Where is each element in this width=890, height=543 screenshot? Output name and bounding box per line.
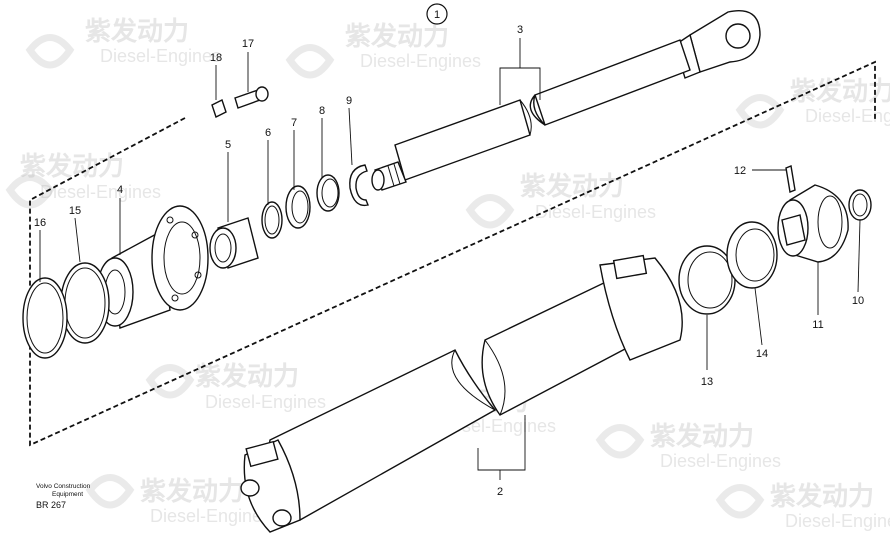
svg-text:紫发动力: 紫发动力 (140, 476, 244, 507)
snap-ring-9 (349, 164, 369, 207)
watermark-5: 紫发动力 Diesel-Engines (735, 76, 890, 129)
reference-code: BR 267 (36, 500, 66, 510)
callout-9: 9 (346, 95, 352, 107)
svg-text:Diesel-Engines: Diesel-Engines (360, 51, 481, 71)
svg-text:紫发动力: 紫发动力 (345, 21, 449, 52)
figure-number: 1 (434, 9, 440, 21)
callout-17: 17 (242, 38, 254, 50)
cylinder-tube (240, 254, 683, 533)
callout-8: 8 (319, 105, 325, 117)
callout-5: 5 (225, 139, 231, 151)
seal-ring-15 (60, 262, 110, 344)
lock-washer-18 (211, 99, 227, 118)
callout-11: 11 (812, 319, 823, 331)
svg-text:紫发动力: 紫发动力 (85, 16, 189, 47)
svg-text:紫发动力: 紫发动力 (195, 361, 299, 392)
svg-text:紫发动力: 紫发动力 (650, 421, 754, 452)
cylinder-head-4 (96, 205, 209, 329)
figure-number-circle (426, 3, 448, 25)
callout-labels: 1 2 3 4 5 6 7 8 9 10 11 12 13 14 15 16 1… (34, 3, 864, 498)
seal-ring-14 (726, 221, 778, 289)
caption-block: Volvo Construction Equipment BR 267 (36, 483, 91, 510)
svg-text:Diesel-Engines: Diesel-Engines (150, 506, 271, 526)
watermark-10: 紫发动力 Diesel-Engines (715, 481, 890, 531)
screw-17 (234, 86, 269, 109)
piston-rod (371, 10, 761, 191)
assembly-frame-dashed-line (29, 60, 876, 447)
seal-ring-6 (261, 201, 283, 239)
watermark-9: 紫发动力 Diesel-Engines (85, 474, 271, 526)
callout-13: 13 (701, 376, 713, 388)
piston-11 (777, 184, 849, 263)
callout-14: 14 (756, 348, 768, 360)
watermark-8: 紫发动力 Diesel-Engines (595, 421, 781, 471)
watermark-4: 紫发动力 Diesel-Engines (465, 171, 656, 229)
callout-12: 12 (734, 165, 746, 177)
seal-ring-8 (316, 174, 340, 212)
seal-ring-16 (22, 277, 68, 359)
callout-3: 3 (517, 24, 523, 36)
svg-text:Diesel-Engines: Diesel-Engines (660, 451, 781, 471)
callout-6: 6 (265, 127, 271, 139)
callout-7: 7 (291, 117, 297, 129)
svg-text:Diesel-Engines: Diesel-Engines (535, 202, 656, 222)
svg-text:Diesel-Engines: Diesel-Engines (40, 182, 161, 202)
callout-15: 15 (69, 205, 81, 217)
o-ring-10 (848, 189, 872, 221)
svg-text:Diesel-Engines: Diesel-Engines (100, 46, 221, 66)
pin-12 (785, 165, 796, 193)
watermark-1: 紫发动力 Diesel-Engines (25, 16, 221, 69)
watermark-3: 紫发动力 Diesel-Engines (5, 151, 161, 209)
svg-text:紫发动力: 紫发动力 (20, 151, 124, 182)
seal-ring-7 (285, 185, 311, 229)
callout-16: 16 (34, 217, 46, 229)
callout-18: 18 (210, 52, 222, 64)
leader-lines (39, 38, 861, 480)
svg-text:紫发动力: 紫发动力 (790, 76, 890, 107)
watermark-layer: 紫发动力 Diesel-Engines 紫发动力 Diesel-Engines … (5, 16, 890, 531)
callout-2: 2 (497, 486, 503, 498)
callout-4: 4 (117, 184, 123, 196)
svg-text:Diesel-Engines: Diesel-Engines (785, 511, 890, 531)
watermark-6: 紫发动力 Diesel-Engines (145, 361, 326, 412)
watermark-2: 紫发动力 Diesel-Engines (285, 21, 481, 79)
svg-text:紫发动力: 紫发动力 (520, 171, 624, 202)
caption-line-1: Volvo Construction (36, 483, 91, 490)
svg-text:Diesel-Engines: Diesel-Engines (205, 392, 326, 412)
callout-10: 10 (852, 295, 864, 307)
svg-text:紫发动力: 紫发动力 (770, 481, 874, 512)
caption-line-2: Equipment (52, 491, 83, 498)
svg-text:Diesel-Engines: Diesel-Engines (805, 106, 890, 126)
bushing-5 (209, 217, 259, 269)
